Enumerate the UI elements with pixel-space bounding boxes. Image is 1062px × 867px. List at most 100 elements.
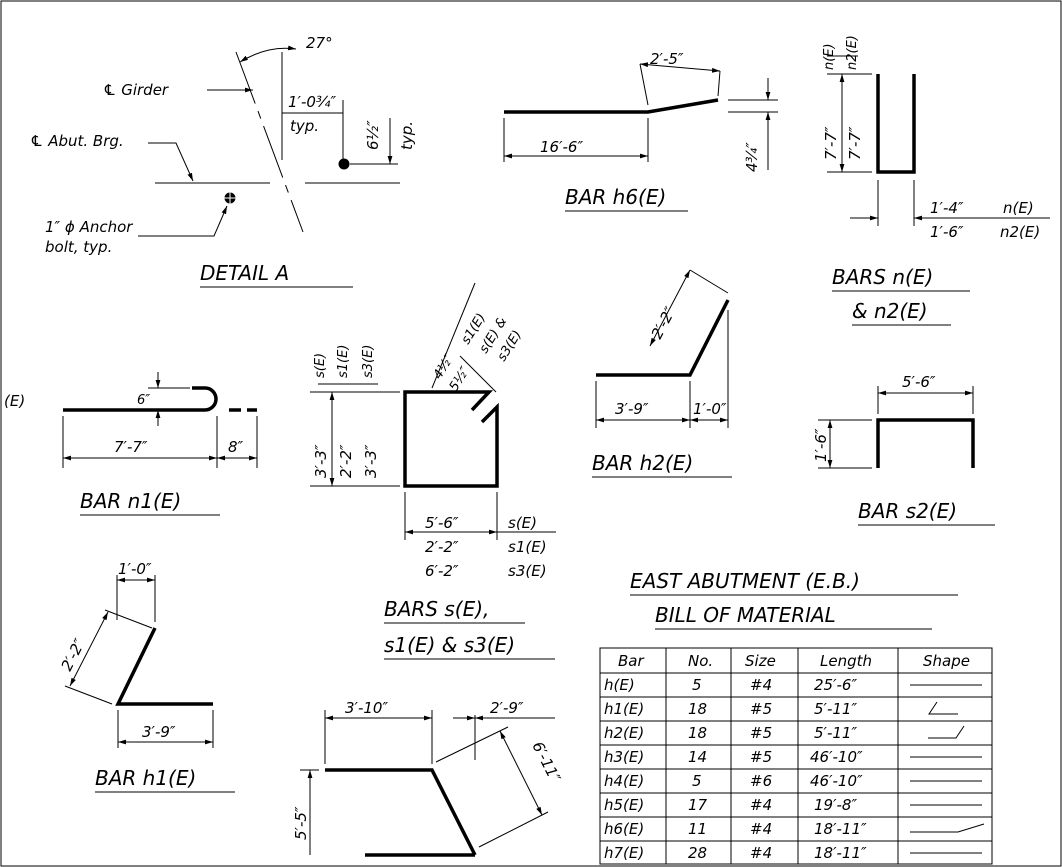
- bar-h7-shape: [325, 768, 477, 856]
- bars-s-tag-s1: s1(E): [336, 345, 351, 378]
- bars-s-width-2: 6′-2″: [425, 562, 459, 580]
- bars-s-tag-s: s(E): [313, 353, 328, 378]
- bar-h6-rise-label: 4¾″: [743, 142, 761, 172]
- bar-s2: 5′-6″ 1′-6″ BAR s2(E): [812, 373, 995, 526]
- bar-h7-right-label: 2′-9″: [490, 699, 524, 717]
- bar-h1-title: BAR h1(E): [95, 766, 196, 790]
- cell-size: #4: [750, 844, 772, 862]
- bar-h6-straight-label: 16′-6″: [540, 138, 583, 156]
- cell-length: 25′-6″: [814, 676, 857, 694]
- bars-n-height-n2: 7′-7″: [846, 126, 864, 160]
- cell-length: 18′-11″: [814, 844, 867, 862]
- bar-h6-incline-dim: [639, 62, 721, 73]
- table-row: h1(E) 18 #5 5′-11″: [604, 700, 958, 718]
- bar-n1-length-label: 7′-7″: [114, 438, 148, 456]
- bars-s-height-2: 3′-3″: [362, 444, 380, 478]
- cell-no: 11: [688, 820, 707, 838]
- table-row: h(E) 5 #4 25′-6″: [604, 676, 982, 694]
- bars-s-width-1: 2′-2″: [425, 538, 459, 556]
- cell-bar: h7(E): [604, 844, 644, 862]
- bar-h1-incline-dim: [69, 611, 109, 687]
- angle-label: 27°: [306, 34, 333, 52]
- bill-header-shape: Shape: [923, 652, 970, 670]
- bar-s2-width-label: 5′-6″: [902, 373, 936, 391]
- bar-s2-height-label: 1′-6″: [812, 428, 830, 462]
- bars-s: s(E) s1(E) s3(E) 3′-3″ 2′-2″ 3′-3″ 4½″ s…: [310, 282, 556, 660]
- bars-s-title-line2: s1(E) & s3(E): [384, 633, 515, 657]
- girder-centerline: [235, 51, 304, 233]
- table-row: h2(E) 18 #5 5′-11″: [604, 724, 965, 742]
- bill-header-no: No.: [688, 652, 713, 670]
- bar-h2-incline-label: 2′-2″: [648, 303, 680, 341]
- bar-h1-top-label: 1′-0″: [118, 560, 152, 578]
- cell-length: 5′-11″: [814, 700, 857, 718]
- cell-no: 18: [688, 724, 707, 742]
- bill-header-bar: Bar: [618, 652, 644, 670]
- cell-bar: h6(E): [604, 820, 644, 838]
- left-edge-label: (E): [4, 392, 25, 410]
- table-row: h7(E) 28 #4 18′-11″: [604, 844, 982, 862]
- cell-length: 5′-11″: [814, 724, 857, 742]
- table-row: h5(E) 17 #4 19′-8″: [604, 796, 982, 814]
- cell-length: 18′-11″: [814, 820, 867, 838]
- table-row: h3(E) 14 #5 46′-10″: [604, 748, 982, 766]
- bar-h6: 2′-5″ 16′-6″ 4¾″ BAR h6(E): [503, 50, 778, 212]
- bar-h2-shape: [596, 299, 730, 377]
- cell-no: 18: [688, 700, 707, 718]
- bars-s-shape: [403, 390, 499, 488]
- bars-s-height-1: 2′-2″: [337, 444, 355, 478]
- cell-size: #5: [750, 700, 772, 718]
- bars-n-width-n2: 1′-6″: [930, 223, 964, 241]
- bar-h7-incline-dim: [499, 730, 543, 816]
- cell-size: #5: [750, 724, 772, 742]
- cell-size: #4: [750, 820, 772, 838]
- bars-s-height-0: 3′-3″: [312, 444, 330, 478]
- bill-table-frame: [599, 647, 993, 865]
- bars-s-width-0: 5′-6″: [425, 514, 459, 532]
- bars-n-width-n2-tag: n2(E): [1000, 223, 1040, 241]
- cell-bar: h1(E): [604, 700, 644, 718]
- cell-no: 5: [692, 772, 702, 790]
- vert-offset-note: typ.: [398, 121, 416, 150]
- bar-n1-title: BAR n1(E): [80, 489, 181, 513]
- cell-length: 46′-10″: [810, 772, 863, 790]
- bars-s-width-0-tag: s(E): [508, 514, 537, 532]
- bar-h1-incline-label: 2′-2″: [58, 635, 89, 673]
- bars-s-hook-leader: [431, 282, 476, 389]
- bars-n-shape: [876, 74, 916, 174]
- bar-h7-incline-label: 6′-11″: [528, 739, 564, 786]
- bill-title-line1: EAST ABUTMENT (E.B.): [630, 569, 860, 593]
- horiz-offset-label: 1′-0¾″: [288, 93, 336, 111]
- cell-size: #4: [750, 796, 772, 814]
- bars-s-width-2-tag: s3(E): [508, 562, 547, 580]
- cell-size: #6: [750, 772, 772, 790]
- bar-h7-top-label: 3′-10″: [345, 699, 388, 717]
- cell-size: #5: [750, 748, 772, 766]
- bar-h6-shape: [504, 98, 719, 114]
- girder-label: ℄ Girder: [103, 81, 169, 99]
- cell-bar: h4(E): [604, 772, 644, 790]
- cell-no: 28: [688, 844, 707, 862]
- bars-n-width-n-tag: n(E): [1003, 199, 1034, 217]
- bar-h1-shape: [115, 627, 213, 706]
- bar-h1: 1′-0″ 2′-2″ 3′-9″ BAR h1(E): [58, 560, 235, 793]
- cell-no: 17: [688, 796, 708, 814]
- bar-h2: 2′-2″ 3′-9″ 1′-0″ BAR h2(E): [592, 269, 732, 478]
- bars-n-title-line2: & n2(E): [852, 299, 928, 323]
- cell-no: 14: [688, 748, 707, 766]
- bars-n-label-n2: n2(E): [845, 35, 860, 70]
- cell-no: 5: [692, 676, 702, 694]
- bar-h2-incline-dim: [649, 269, 691, 347]
- bars-s-title-line1: BARS s(E),: [384, 597, 489, 621]
- bill-of-material: EAST ABUTMENT (E.B.) BILL OF MATERIAL Ba…: [599, 569, 993, 865]
- bar-h7: 3′-10″ 2′-9″ 6′-11″ 5′-5″: [292, 699, 564, 857]
- bars-s-tag-s3: s3(E): [361, 345, 376, 378]
- anchor-label-line1: 1″ ϕ Anchor: [45, 218, 133, 236]
- horiz-offset-note: typ.: [290, 117, 319, 135]
- shape-hook-left-icon: [928, 701, 958, 715]
- bars-n-width-n: 1′-4″: [930, 199, 964, 217]
- cell-bar: h3(E): [604, 748, 644, 766]
- abutment-label: ℄ Abut. Brg.: [30, 132, 124, 150]
